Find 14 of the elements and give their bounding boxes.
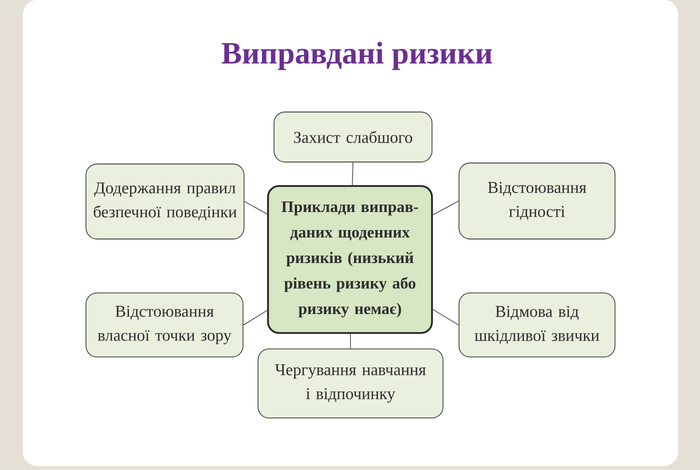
central-box: Приклади виправ-даних щоденних ризиків (низький рівень ризику або ризику немає): [267, 185, 433, 334]
connector-line: [243, 310, 268, 326]
connector-line: [432, 309, 459, 326]
connector-line: [352, 162, 354, 186]
rounded-box: Чергування навчання і відпочинку: [258, 348, 444, 418]
title: Виправдані ризики: [222, 42, 492, 70]
connector-line: [244, 201, 268, 214]
rounded-box: Відстоювання гідності: [458, 162, 616, 240]
rounded-box: Відстоювання власної точки зору: [86, 292, 244, 358]
connector-line: [350, 334, 351, 349]
rounded-box: Додержання правил безпечної поведінки: [86, 164, 244, 240]
rounded-box: Захист слабшого: [274, 112, 432, 162]
rounded-box: Відмова від шкідливої звички: [458, 292, 616, 358]
connector-line: [432, 200, 459, 216]
